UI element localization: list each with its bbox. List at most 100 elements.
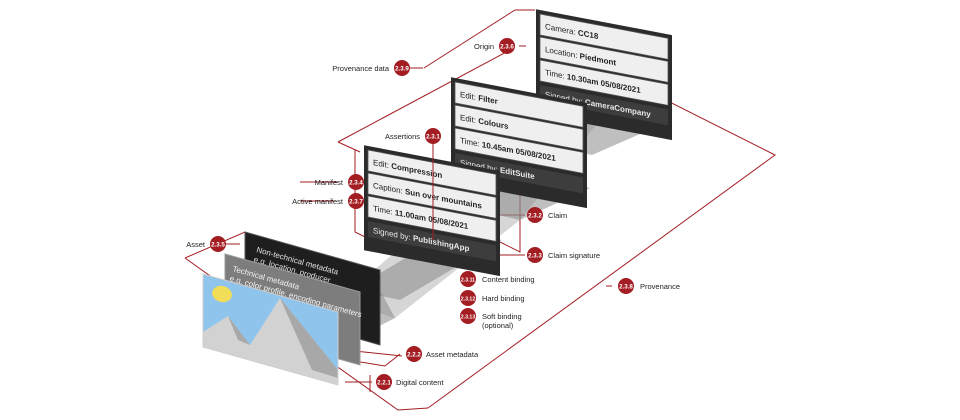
callout: 2.3.7 Active manifest <box>292 193 364 209</box>
card-row-text: Edit: Filter <box>460 90 499 106</box>
callout: 2.3.9 Provenance data <box>332 60 410 76</box>
callout-label: Manifest <box>315 178 344 187</box>
callout-badge <box>348 193 364 209</box>
callout-badge <box>425 128 441 144</box>
card-row <box>539 13 669 60</box>
badge-number: 2.3.11 <box>461 278 475 284</box>
callout-badge <box>406 346 422 362</box>
badge-number: 2.3.5 <box>211 242 225 249</box>
card-row <box>454 81 584 128</box>
card-footer <box>368 221 496 262</box>
callout-badge <box>348 174 364 190</box>
callout-badge <box>460 308 476 324</box>
card-footer <box>455 153 583 194</box>
callout-badge <box>618 278 634 294</box>
callout: 2.3.12 Hard binding <box>460 290 525 306</box>
bracket-line <box>337 49 511 143</box>
label-line: Manifest <box>315 178 344 187</box>
image-frame <box>202 273 339 386</box>
callout-label: Asset <box>186 240 206 249</box>
row-key: Time: <box>545 68 567 81</box>
callout: 2.3.11 Content binding <box>460 271 535 287</box>
bracket-line <box>337 141 361 153</box>
sun <box>212 285 232 303</box>
label-line: Assertions <box>385 132 420 141</box>
bracket-line <box>423 9 535 69</box>
callout: 2.3.2 Claim <box>527 207 567 223</box>
callout-label: Content binding <box>482 275 535 284</box>
callout-label: Active manifest <box>292 197 344 206</box>
label-line: Digital content <box>396 378 444 387</box>
badge-number: 2.3.2 <box>528 213 542 220</box>
label-line: Asset <box>186 240 206 249</box>
badge-number: 2.2.1 <box>377 380 391 387</box>
callout-label: Digital content <box>396 378 444 387</box>
callout-badge <box>460 290 476 306</box>
mountain-shade <box>280 298 338 378</box>
badge-number: 2.3.12 <box>461 297 476 303</box>
badge-number: 2.3.13 <box>461 315 476 321</box>
badge-number: 2.3.6 <box>500 44 514 51</box>
callout: 2.3.4 Manifest <box>315 174 364 190</box>
card-row <box>454 127 584 174</box>
callout-badge <box>499 38 515 54</box>
callout-badge <box>376 374 392 390</box>
mountain-shade <box>228 316 250 345</box>
card-row <box>367 195 497 242</box>
callout-label: Provenance data <box>332 64 390 73</box>
label-line: Active manifest <box>292 197 344 206</box>
label-line: Claim signature <box>548 251 600 260</box>
badge-number: 2.3.7 <box>349 199 363 206</box>
card-row <box>367 172 497 219</box>
callout-label: Claim <box>548 211 567 220</box>
callout-label: Origin <box>474 42 494 51</box>
row-value: CC18 <box>578 28 599 41</box>
callout-label: Provenance <box>640 282 680 291</box>
label-line: Provenance <box>640 282 680 291</box>
label-line: Asset metadata <box>426 350 479 359</box>
label-line: (optional) <box>482 321 514 330</box>
badge-number: 2.2.2 <box>407 352 421 359</box>
row-key: Edit: <box>460 90 478 102</box>
callout-badge <box>527 207 543 223</box>
row-value: Filter <box>478 93 498 106</box>
badge-number: 2.3.1 <box>426 134 440 141</box>
callout-badge <box>460 271 476 287</box>
callout: 2.2.2 Asset metadata <box>406 346 479 362</box>
badge-number: 2.3.3 <box>528 253 542 260</box>
callout: 2.3.13 Soft binding(optional) <box>460 308 522 330</box>
card-row <box>454 104 584 151</box>
badge-number: 2.3.4 <box>349 180 363 187</box>
label-line: Content binding <box>482 275 535 284</box>
callout-badge <box>394 60 410 76</box>
card-row <box>539 59 669 106</box>
asset-stack: Non-technical metadatae.g. location, pro… <box>202 231 381 386</box>
callout-label: Claim signature <box>548 251 600 260</box>
callout-label: Hard binding <box>482 294 525 303</box>
callout: 2.3.5 Asset <box>186 236 226 252</box>
label-line: Claim <box>548 211 567 220</box>
callout-label: Soft binding(optional) <box>482 312 522 330</box>
callout: 2.3.6 Origin <box>474 38 515 54</box>
callout-badge <box>210 236 226 252</box>
callout: 2.2.1 Digital content <box>376 374 444 390</box>
callout: 2.3.3 Claim signature <box>527 247 600 263</box>
mountain <box>203 298 338 385</box>
badge-number: 2.3.9 <box>395 66 409 73</box>
card-row <box>539 36 669 83</box>
label-line: Origin <box>474 42 494 51</box>
digital-content-image <box>202 273 339 386</box>
row-key: Edit: <box>460 113 478 125</box>
card-row <box>367 149 497 196</box>
card-footer <box>540 85 668 126</box>
label-line: Hard binding <box>482 294 525 303</box>
callout: 2.3.1 Assertions <box>385 128 441 144</box>
row-key: Time: <box>373 204 395 217</box>
callout-label: Assertions <box>385 132 420 141</box>
label-line: Soft binding <box>482 312 522 321</box>
